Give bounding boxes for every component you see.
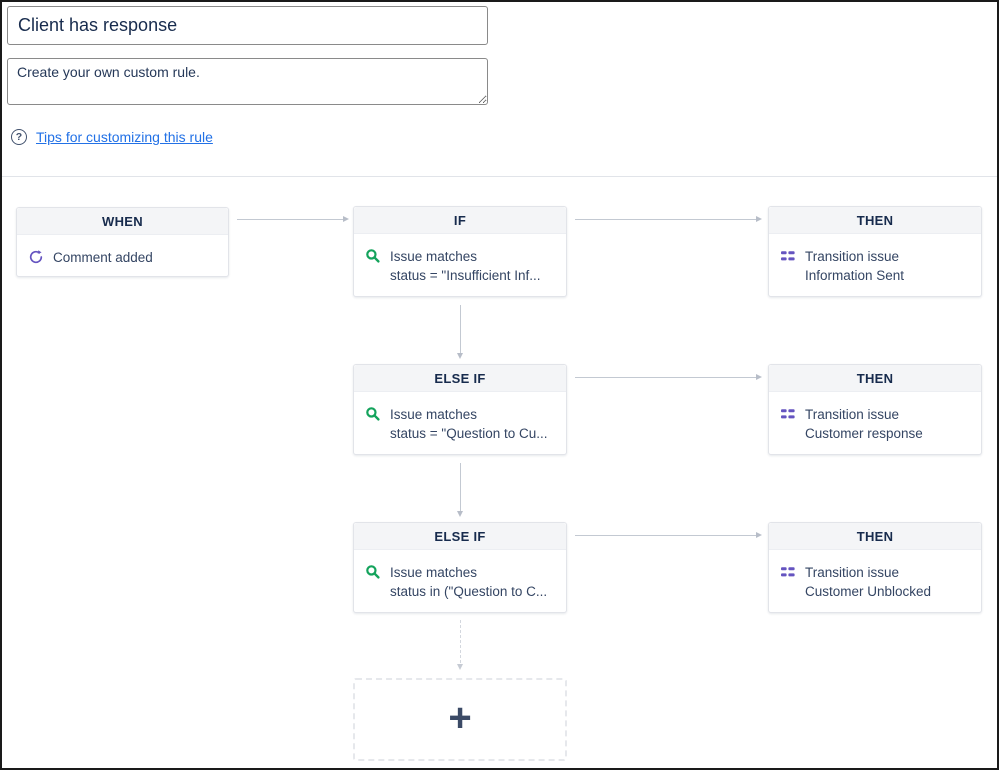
action-detail: Customer response [805,426,923,441]
help-icon: ? [11,129,27,145]
else-if-node-1-header: ELSE IF [354,365,566,392]
action-detail: Customer Unblocked [805,584,932,599]
then-node-3-header: THEN [769,523,981,550]
tips-link[interactable]: Tips for customizing this rule [36,129,213,145]
action-detail: Information Sent [805,268,905,283]
rule-description-input[interactable]: Create your own custom rule. [7,58,488,105]
condition-detail: status = "Insufficient Inf... [390,268,541,283]
condition-detail: status = "Question to Cu... [390,426,548,441]
then-node-2-header: THEN [769,365,981,392]
condition-title: Issue matches [390,407,478,422]
condition-title: Issue matches [390,249,478,264]
condition-title: Issue matches [390,565,478,580]
transition-icon [780,564,796,580]
connector-elseif2-then3 [575,532,762,538]
when-node-label: Comment added [53,250,153,265]
then-node-1-header: THEN [769,207,981,234]
refresh-icon [28,249,44,265]
then-node-2[interactable]: THEN Transition issue Customer response [768,364,982,455]
connector-elseif1-then2 [575,374,762,380]
add-component-button[interactable]: + [353,678,567,761]
if-node[interactable]: IF Issue matches status = "Insufficient … [353,206,567,297]
action-title: Transition issue [805,565,900,580]
connector-when-if [237,216,349,222]
connector-elseif2-add [457,620,463,670]
then-node-1[interactable]: THEN Transition issue Information Sent [768,206,982,297]
search-icon [365,248,381,264]
transition-icon [780,406,796,422]
if-node-header: IF [354,207,566,234]
tips-row: ? Tips for customizing this rule [11,129,213,145]
section-divider [2,176,997,177]
connector-if-elseif1 [457,305,463,359]
then-node-3[interactable]: THEN Transition issue Customer Unblocked [768,522,982,613]
action-title: Transition issue [805,407,900,422]
else-if-node-2[interactable]: ELSE IF Issue matches status in ("Questi… [353,522,567,613]
connector-if-then1 [575,216,762,222]
when-node[interactable]: WHEN Comment added [16,207,229,277]
condition-detail: status in ("Question to C... [390,584,548,599]
connector-elseif1-elseif2 [457,463,463,517]
search-icon [365,406,381,422]
search-icon [365,564,381,580]
when-node-header: WHEN [17,208,228,235]
plus-icon: + [448,695,472,740]
action-title: Transition issue [805,249,900,264]
else-if-node-2-header: ELSE IF [354,523,566,550]
else-if-node-1[interactable]: ELSE IF Issue matches status = "Question… [353,364,567,455]
transition-icon [780,248,796,264]
rule-name-input[interactable] [7,6,488,45]
